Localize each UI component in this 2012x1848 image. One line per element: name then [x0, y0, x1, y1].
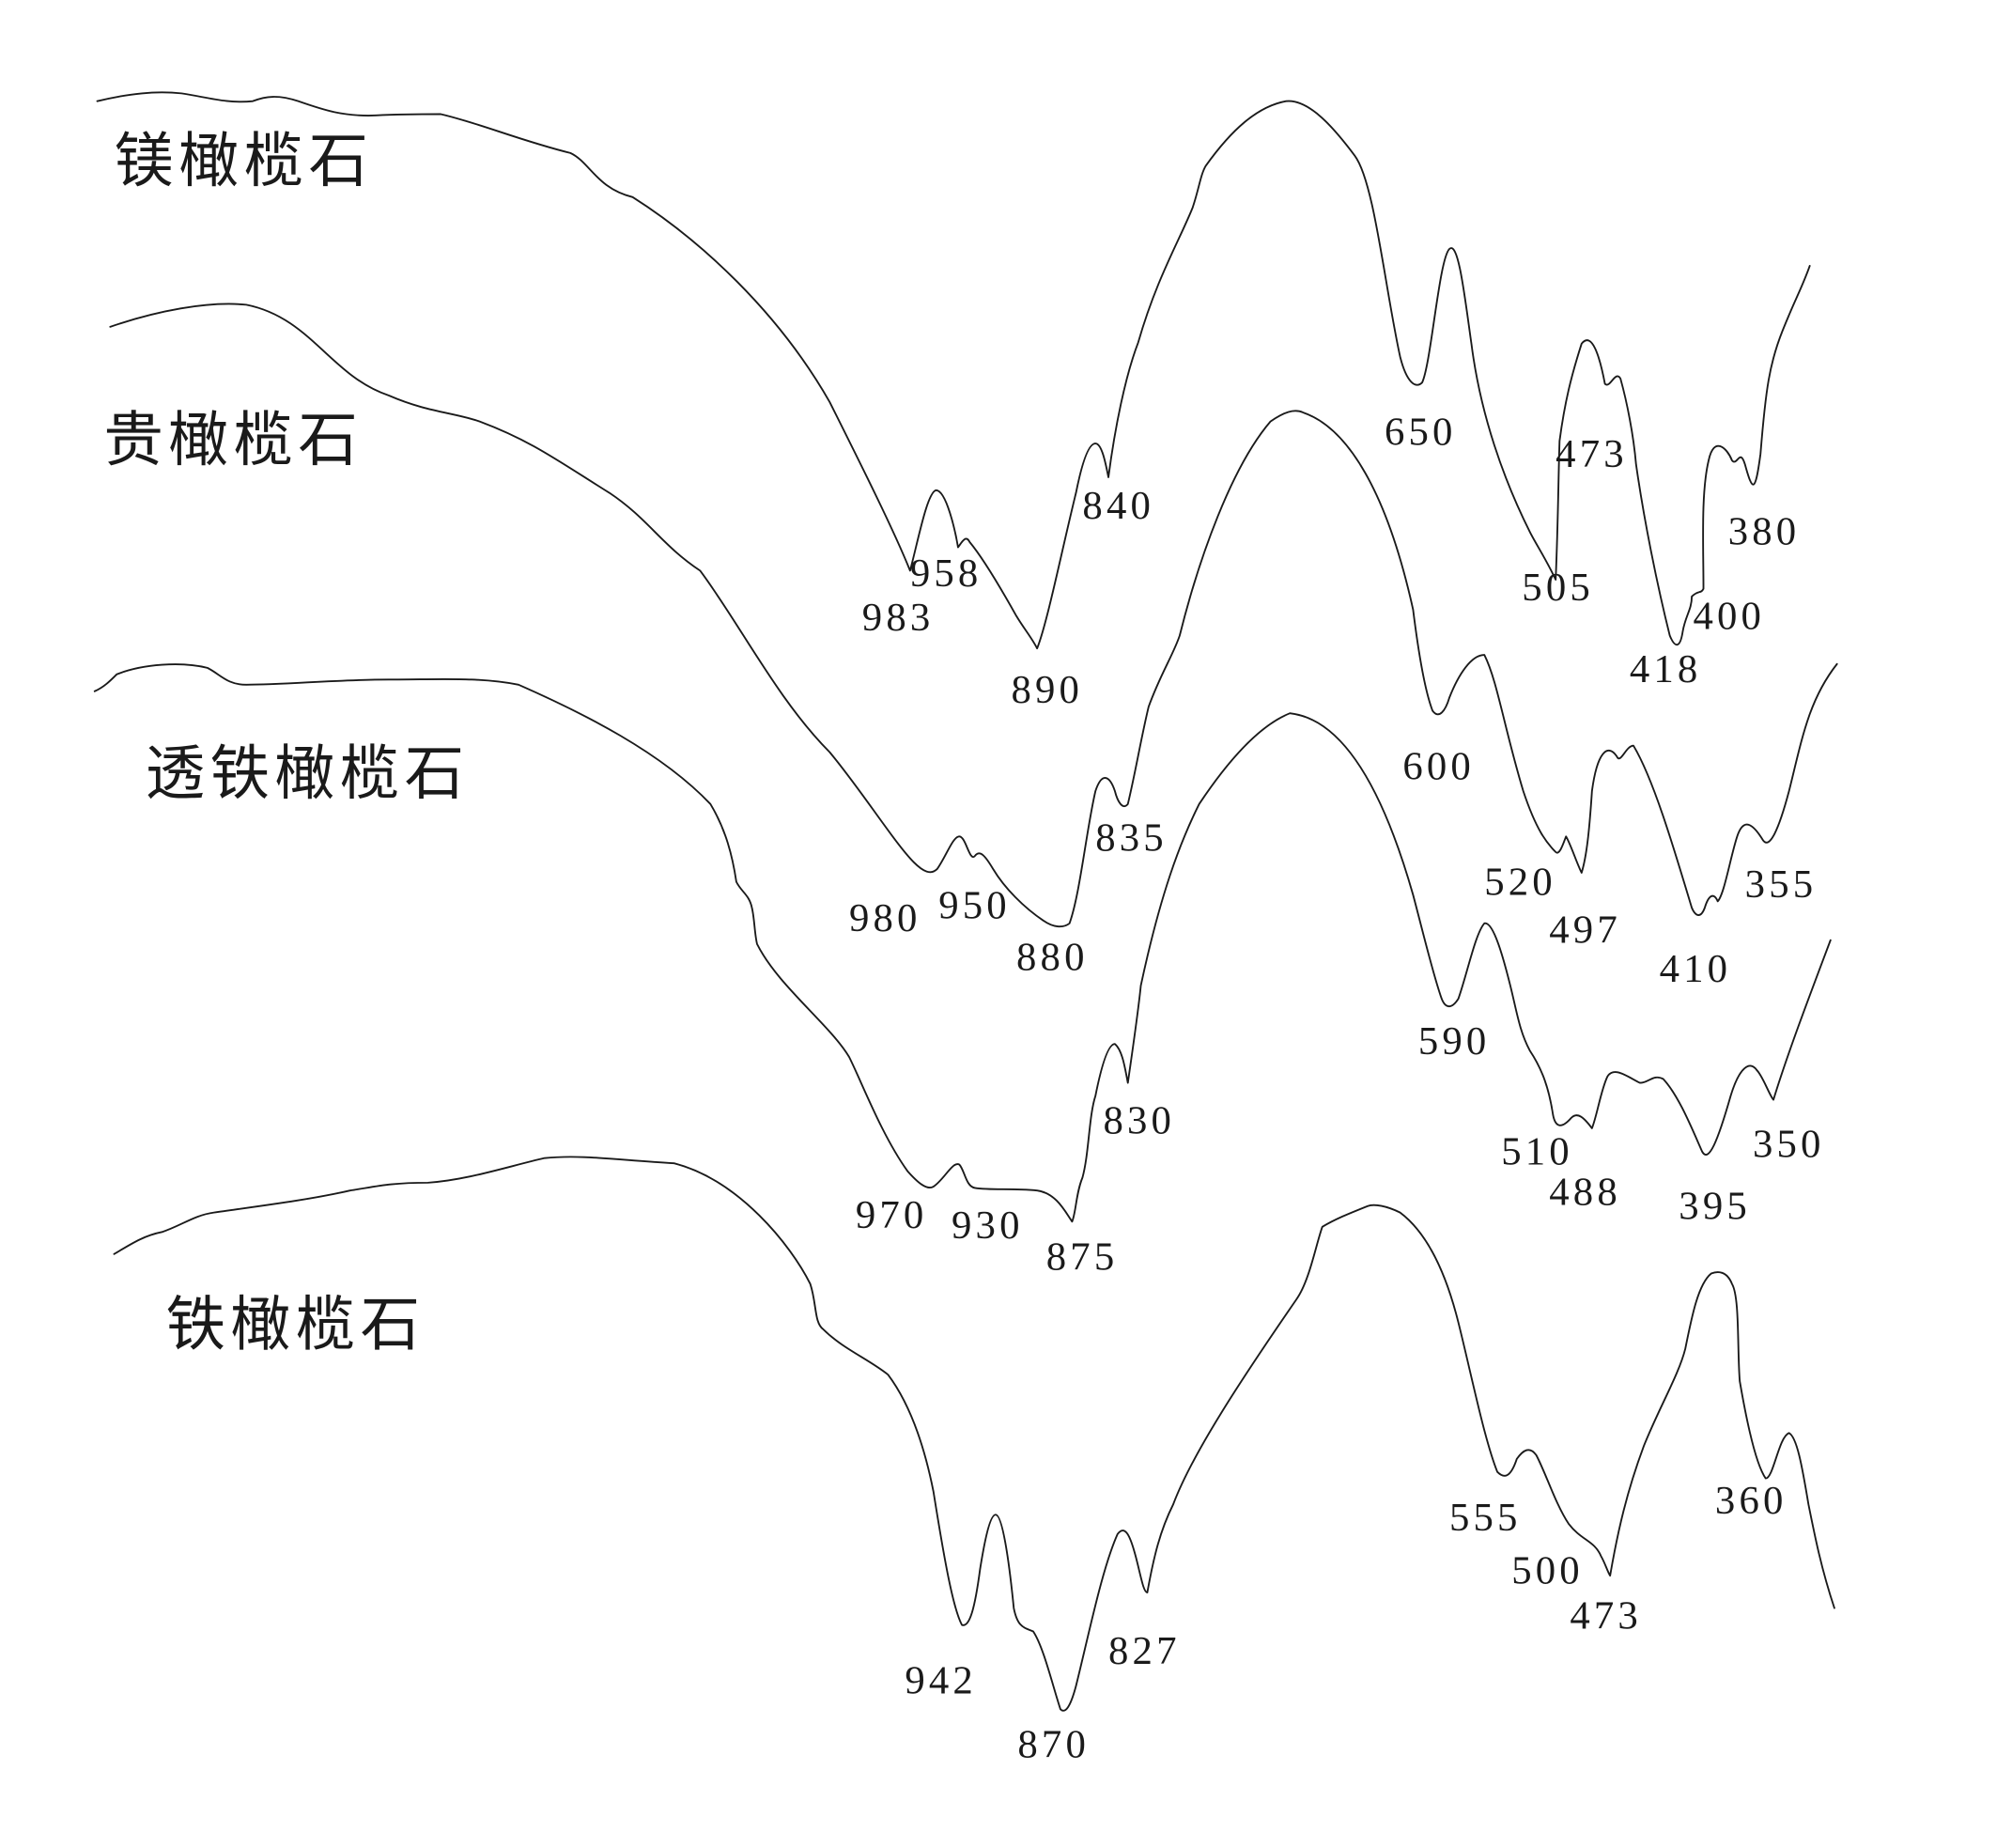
peak-label: 835: [1095, 816, 1168, 861]
peak-label: 473: [1555, 432, 1628, 476]
peak-label: 410: [1660, 947, 1732, 991]
peak-label: 942: [905, 1659, 977, 1703]
peak-label: 497: [1549, 908, 1621, 953]
peak-label: 930: [952, 1204, 1024, 1248]
spectrum-line-chrysolite: [109, 303, 1838, 928]
peak-label: 970: [856, 1193, 928, 1237]
peak-label: 355: [1745, 862, 1818, 907]
peak-label: 505: [1522, 566, 1594, 610]
series-label-hortonolite: 透铁橄榄石: [146, 738, 470, 808]
peak-label: 400: [1693, 594, 1765, 638]
peak-label: 950: [938, 883, 1011, 927]
peak-label: 600: [1402, 745, 1475, 789]
peak-label: 350: [1753, 1122, 1825, 1166]
peak-label: 380: [1728, 510, 1801, 554]
peak-label: 958: [910, 551, 983, 596]
peak-label: 840: [1082, 484, 1154, 528]
peak-label: 983: [862, 596, 935, 640]
peak-label: 827: [1108, 1629, 1181, 1673]
peak-label: 980: [849, 896, 921, 940]
series-label-fayalite: 铁橄榄石: [166, 1289, 426, 1359]
peak-label: 650: [1385, 410, 1457, 454]
peak-label: 395: [1679, 1185, 1751, 1229]
peak-label: 880: [1016, 935, 1089, 979]
peak-label: 875: [1046, 1235, 1119, 1279]
peak-label: 360: [1715, 1479, 1788, 1523]
peak-label: 473: [1570, 1594, 1642, 1638]
peak-label: 590: [1418, 1019, 1491, 1064]
peak-label: 830: [1104, 1098, 1176, 1142]
peak-label: 520: [1484, 860, 1556, 904]
peak-label: 418: [1630, 647, 1702, 691]
spectrum-line-hortonolite: [93, 663, 1832, 1223]
series-label-chrysolite: 贵橄榄石: [103, 405, 363, 474]
spectrum-line-forsterite: [96, 91, 1811, 650]
peak-label: 500: [1511, 1548, 1584, 1592]
peak-label: 870: [1017, 1722, 1090, 1766]
peak-label: 555: [1449, 1496, 1522, 1540]
series-label-forsterite: 镁橄榄石: [114, 126, 373, 195]
peak-label: 510: [1501, 1130, 1573, 1174]
peak-label: 488: [1549, 1170, 1621, 1214]
peak-label: 890: [1012, 668, 1084, 712]
spectrum-line-fayalite: [113, 1156, 1835, 1712]
